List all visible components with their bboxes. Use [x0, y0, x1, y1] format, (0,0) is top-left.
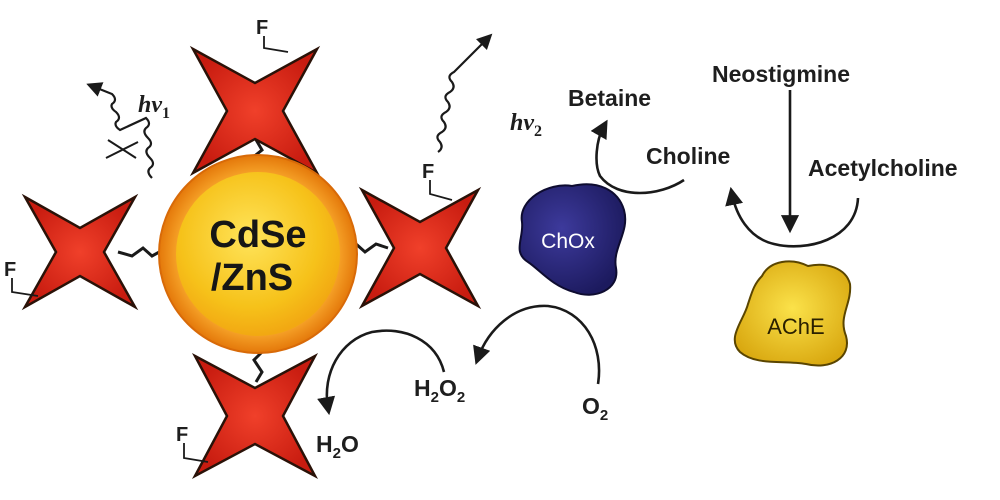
- betaine-label: Betaine: [568, 85, 651, 111]
- photon-hv2: hν2: [436, 33, 542, 153]
- quench-cross: [105, 139, 139, 159]
- fluorophore-label-bottom: F: [176, 424, 188, 446]
- acetylcholine-label: Acetylcholine: [808, 155, 958, 181]
- fluorophore-tails: [11, 36, 453, 463]
- core-label-line2: /ZnS: [211, 257, 293, 299]
- wavy-arrow-hv1: [86, 82, 155, 179]
- fluorophore-labels: F F F F: [4, 17, 434, 446]
- fluorophore-label-top: F: [256, 17, 268, 39]
- ache-enzyme: AChE: [733, 260, 852, 367]
- hv1-label: hν1: [138, 92, 170, 122]
- photon-hv1: hν1: [86, 82, 170, 179]
- chox-enzyme: ChOx: [518, 183, 627, 296]
- wavy-arrow-hv2: [436, 33, 493, 153]
- acceptor-stars: [21, 45, 482, 480]
- choline-label: Choline: [646, 143, 730, 169]
- star-bottom: [191, 352, 319, 480]
- fluorophore-label-right: F: [422, 161, 434, 183]
- star-left: [21, 193, 139, 311]
- o2-label: O2: [582, 393, 608, 424]
- arrow-o2-to-h2o2: [473, 304, 601, 385]
- hv2-label: hν2: [510, 110, 542, 140]
- linker-left: [117, 246, 164, 258]
- arrow-h2o2-to-h2o: [317, 329, 446, 416]
- chox-label: ChOx: [541, 230, 595, 253]
- star-right: [358, 186, 482, 310]
- h2o2-label: H2O2: [414, 375, 465, 406]
- ache-blob: [733, 260, 852, 367]
- h2o-label: H2O: [316, 431, 359, 462]
- cdse-core: [176, 172, 340, 336]
- quantum-dot: CdSe /ZnS: [158, 154, 358, 354]
- arrow-choline-to-betaine: [590, 119, 685, 195]
- reaction-arrows: [317, 90, 860, 416]
- fluorophore-label-left: F: [4, 259, 16, 281]
- chox-blob: [518, 183, 627, 296]
- neostigmine-label: Neostigmine: [712, 61, 850, 87]
- ache-label: AChE: [767, 314, 824, 339]
- arrow-acetylcholine-to-choline: [725, 186, 860, 248]
- core-label-line1: CdSe: [209, 214, 306, 256]
- star-top: [189, 45, 321, 177]
- molecule-labels: Betaine Choline Neostigmine Acetylcholin…: [316, 61, 958, 462]
